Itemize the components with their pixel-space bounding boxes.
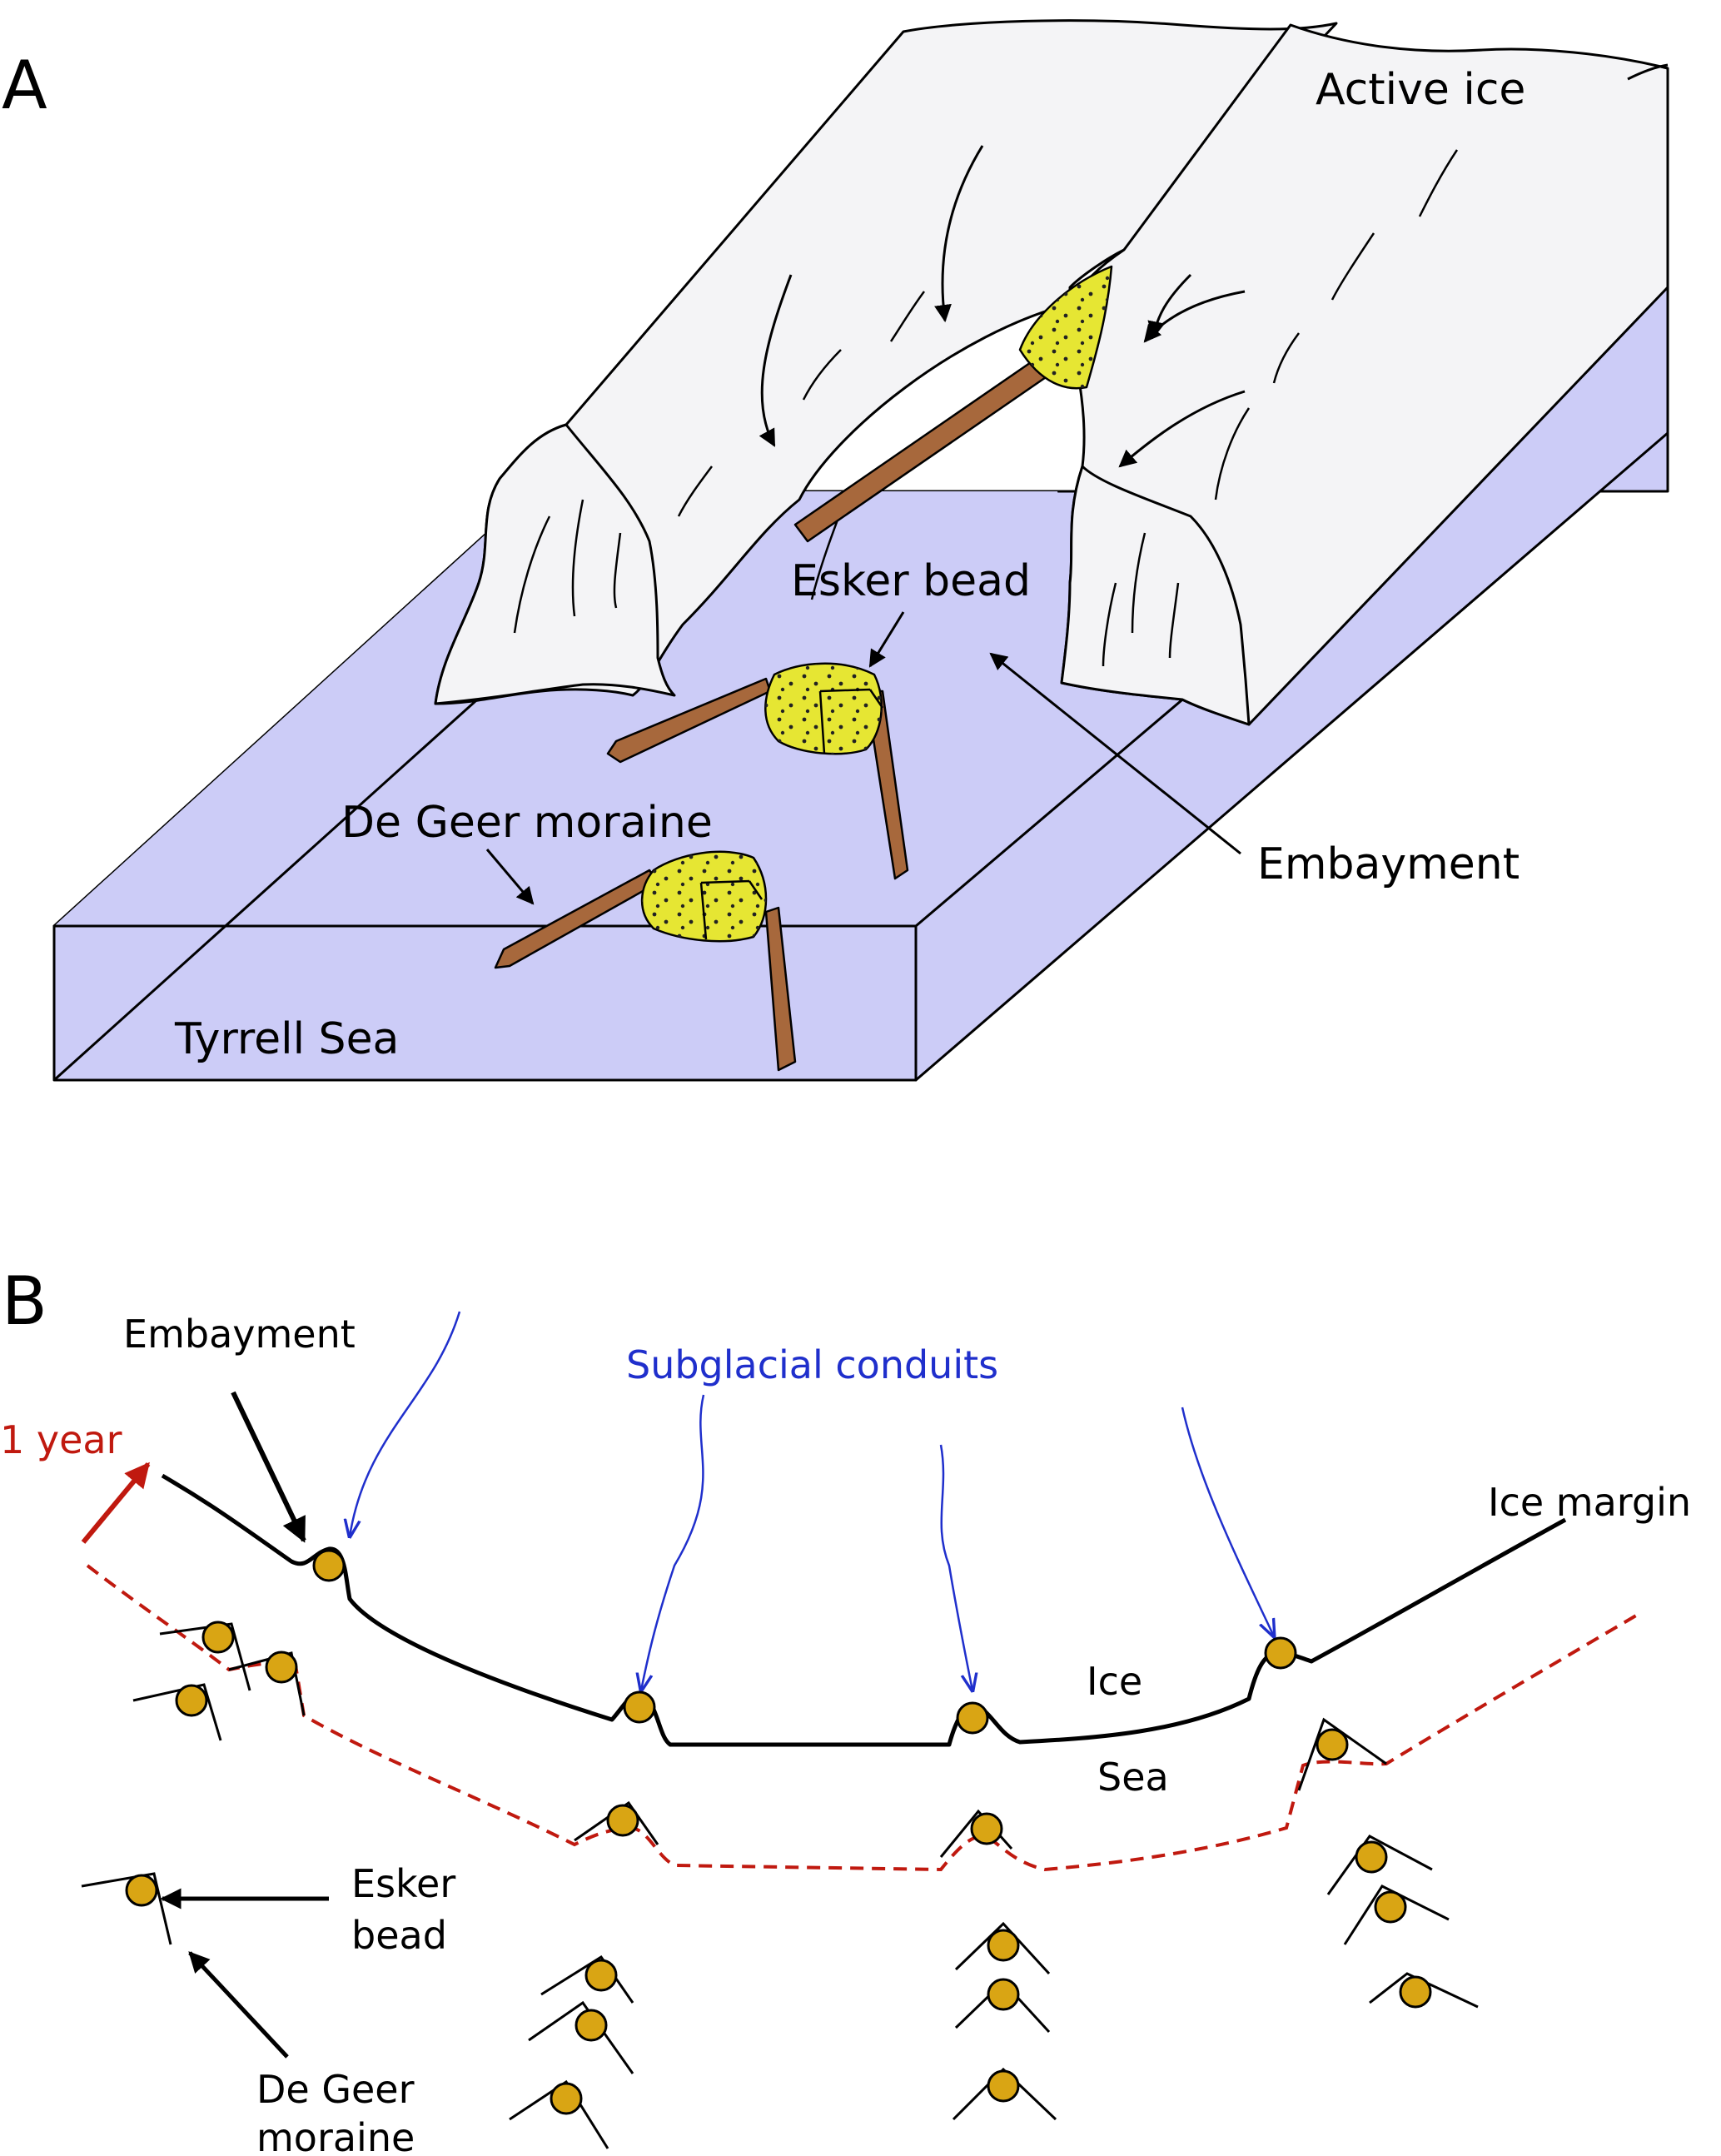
- right-ice-flow-lines: [1102, 149, 1459, 667]
- label-de-geer-moraine-a: De Geer moraine: [341, 798, 713, 848]
- panel-a: A: [2, 19, 1669, 1082]
- bead-r2: [1374, 1890, 1407, 1924]
- bead-current-3: [956, 1701, 989, 1735]
- right-ice-back-edge: [1627, 63, 1669, 81]
- label-esker-bead-a: Esker bead: [791, 556, 1031, 606]
- esker-bead-2-dots: [642, 851, 766, 942]
- moraine-tick-l2: [132, 1683, 222, 1741]
- ice-flow-arrows: [759, 145, 1246, 468]
- moraine-tick-m2: [528, 2000, 634, 2074]
- bead-prev-4: [1316, 1728, 1349, 1761]
- bead-m2: [574, 2009, 608, 2042]
- bead-r1: [1355, 1840, 1388, 1874]
- moraine-tick-prev-1: [228, 1651, 306, 1716]
- flow-arrow-2: [934, 145, 984, 323]
- left-ice-lobe: [434, 19, 1338, 705]
- label-active-ice: Active ice: [1316, 65, 1525, 115]
- bead-prev-2: [606, 1804, 639, 1837]
- moraine-tick-r1: [1326, 1835, 1433, 1895]
- bead-c3: [987, 2069, 1020, 2103]
- esker-bead-1-fractures: [818, 688, 884, 754]
- arrow-esker-bead-a: [868, 611, 905, 668]
- conduit-arrow-1: [350, 1311, 461, 1536]
- subglacial-conduit-arrows: [350, 1311, 1274, 1690]
- label-one-year: 1 year: [0, 1417, 122, 1462]
- de-geer-ridge-2-right: [764, 906, 797, 1072]
- bead-c2: [987, 1978, 1020, 2011]
- arrow-one-year: [81, 1461, 151, 1544]
- moraine-tick-r3: [1369, 1972, 1479, 2009]
- label-de-geer-b-line2: moraine: [256, 2115, 415, 2156]
- right-ice-lobe: [1060, 23, 1669, 726]
- label-ice-margin: Ice margin: [1488, 1480, 1691, 1525]
- arrow-de-geer-b: [188, 1951, 289, 2059]
- moraine-tick-r2: [1343, 1885, 1450, 1945]
- moraine-tick-c1: [954, 1921, 1051, 1975]
- de-geer-ridge-1-left: [606, 677, 772, 764]
- esker-bead-2-fractures: [699, 879, 764, 940]
- bead-l3: [125, 1874, 158, 1907]
- label-subglacial-conduits: Subglacial conduits: [626, 1342, 998, 1387]
- moraine-tick-l1: [159, 1622, 251, 1691]
- moraine-tick-m3: [509, 2079, 609, 2149]
- arrow-embayment-a: [989, 652, 1241, 855]
- left-ice-flow-lines: [513, 291, 926, 634]
- label-embayment-b: Embayment: [123, 1312, 356, 1357]
- conduit-arrow-3: [939, 1444, 972, 1690]
- label-de-geer-b-line1: De Geer: [256, 2067, 415, 2112]
- ice-margin-line: [161, 1473, 1567, 1747]
- flow-arrow-1: [759, 274, 793, 447]
- flow-arrow-4: [1143, 290, 1246, 343]
- label-ice: Ice: [1087, 1659, 1142, 1704]
- arrow-de-geer-a: [485, 849, 535, 905]
- label-esker-bead-b-line2: bead: [351, 1913, 447, 1958]
- bead-l2: [175, 1684, 208, 1717]
- bead-current-1: [312, 1549, 346, 1582]
- moraine-tick-l3: [81, 1872, 172, 1945]
- bead-r3: [1399, 1975, 1432, 2009]
- flow-arrow-5: [1118, 390, 1246, 468]
- bead-current-2: [623, 1690, 656, 1724]
- label-embayment-a: Embayment: [1257, 839, 1520, 889]
- label-esker-bead-b-line1: Esker: [351, 1861, 455, 1906]
- sea-inner-diagonal: [52, 648, 535, 1082]
- esker-fan-apex-dots: [1020, 266, 1112, 389]
- moraine-tick-prev-4: [1297, 1717, 1387, 1791]
- bead-l1: [201, 1621, 235, 1654]
- conduit-arrow-4: [1181, 1407, 1274, 1636]
- sea-top-plain: [54, 283, 1668, 926]
- esker-bead-1-dots: [765, 663, 882, 754]
- panel-a-letter: A: [2, 47, 47, 124]
- panel-b: B: [0, 1262, 1691, 2156]
- bead-prev-1: [265, 1651, 298, 1684]
- arrow-embayment-b: [231, 1391, 306, 1543]
- panel-b-letter: B: [2, 1262, 47, 1340]
- moraine-tick-prev-2: [574, 1800, 659, 1845]
- label-sea: Sea: [1097, 1755, 1169, 1800]
- bead-m3: [550, 2082, 583, 2115]
- bead-c1: [987, 1929, 1020, 1962]
- left-ice-front-face: [434, 423, 676, 705]
- conduit-arrow-2: [641, 1394, 705, 1690]
- bead-current-4: [1264, 1636, 1297, 1670]
- label-tyrrell-sea: Tyrrell Sea: [174, 1014, 399, 1064]
- moraine-tick-m1: [540, 1954, 634, 2004]
- moraine-tick-c3: [952, 2067, 1057, 2121]
- bead-markers: [81, 1549, 1479, 2149]
- bead-m1: [584, 1959, 618, 1992]
- right-ice-front-face: [1060, 465, 1251, 726]
- esker-system-a: [494, 265, 1113, 1072]
- bead-prev-3: [970, 1812, 1003, 1845]
